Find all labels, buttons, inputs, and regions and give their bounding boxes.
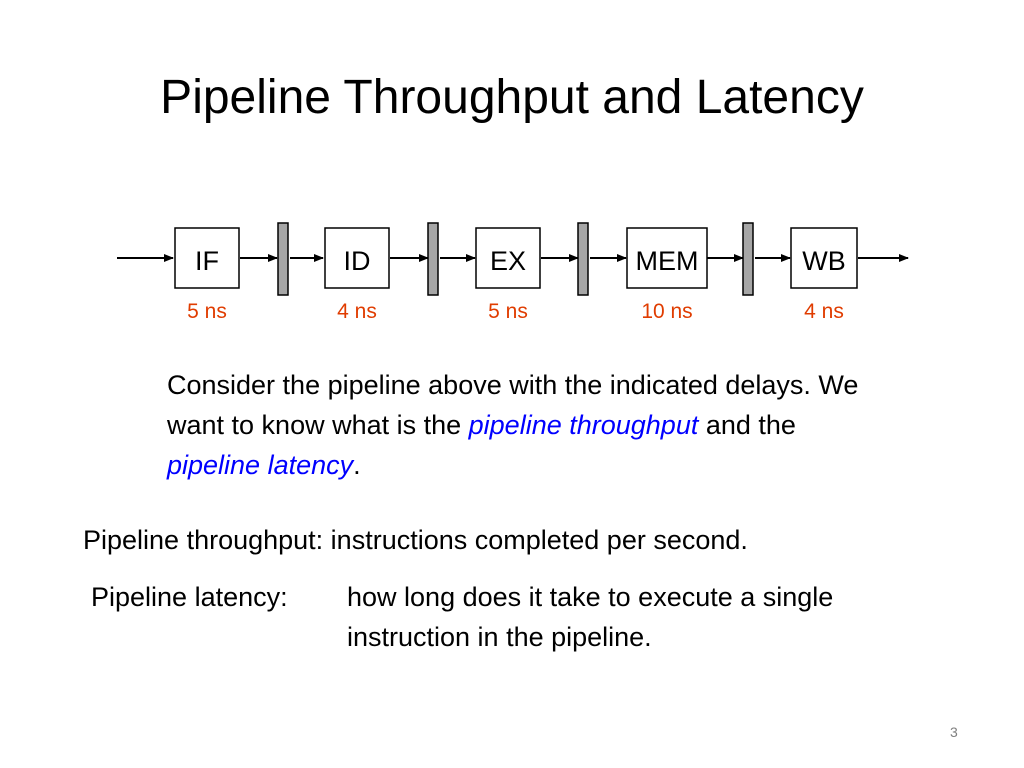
stage-box-ex (475, 227, 541, 289)
pipeline-register-3 (577, 222, 589, 296)
stage-delay-id: 4 ns (337, 300, 377, 323)
intro-text-1: Consider the pipeline above with the ind… (167, 370, 859, 440)
stage-delay-ex: 5 ns (488, 300, 528, 323)
stage-label-mem: MEM (636, 246, 699, 276)
stage-box-id (324, 227, 390, 289)
intro-text-3: . (353, 450, 361, 480)
pipeline-diagram: IF ID EX MEM WB 5 ns 4 ns 5 ns 10 ns 4 n… (117, 222, 909, 323)
stage-box-wb (790, 227, 858, 289)
intro-text-2: and the (698, 410, 796, 440)
slide-title: Pipeline Throughput and Latency (160, 71, 864, 124)
pipeline-register-4 (742, 222, 754, 296)
highlight-pipeline-latency: pipeline latency (167, 450, 354, 480)
latency-definition: how long does it take to execute a singl… (347, 582, 834, 652)
intro-paragraph: Consider the pipeline above with the ind… (167, 365, 887, 485)
stage-label-id: ID (344, 246, 371, 276)
stage-label-wb: WB (802, 246, 846, 276)
stage-delay-if: 5 ns (187, 300, 227, 323)
latency-label: Pipeline latency: (91, 582, 288, 612)
page-number: 3 (950, 724, 958, 740)
stage-delay-mem: 10 ns (641, 300, 692, 323)
throughput-definition: Pipeline throughput: instructions comple… (83, 525, 748, 555)
stage-label-if: IF (195, 246, 219, 276)
highlight-pipeline-throughput: pipeline throughput (468, 410, 699, 440)
stage-label-ex: EX (490, 246, 526, 276)
stage-delay-wb: 4 ns (804, 300, 844, 323)
stage-box-mem (626, 227, 708, 289)
stage-box-if (174, 227, 240, 289)
pipeline-register-2 (427, 222, 439, 296)
pipeline-register-1 (277, 222, 289, 296)
